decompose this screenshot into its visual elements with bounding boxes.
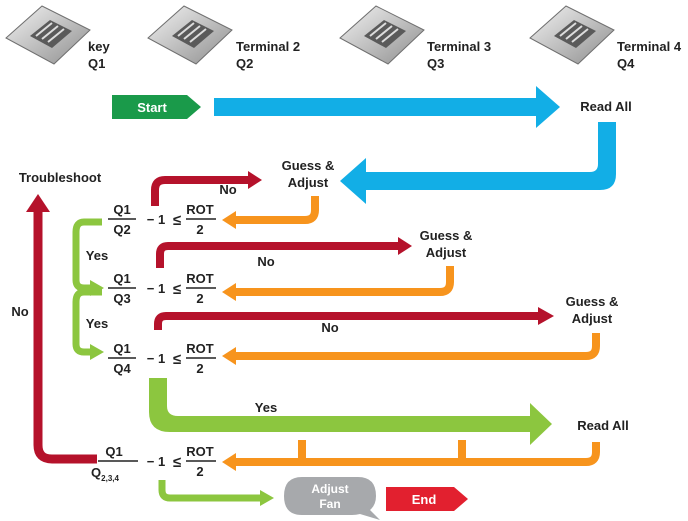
rot-denominator: 2 <box>196 222 203 237</box>
guess-adjust-1-line2: Adjust <box>288 175 329 190</box>
orange-return-2-head <box>222 283 236 301</box>
minus-one: − 1 <box>147 212 165 227</box>
guess-adjust-3-line1: Guess & <box>566 294 619 309</box>
yes-arrow-2 <box>72 288 102 356</box>
terminal-4-device: Terminal 4 Q4 <box>529 5 682 71</box>
read-all-label: Read All <box>580 99 632 114</box>
rot-denominator: 2 <box>196 291 203 306</box>
orange-return-1-head <box>222 211 236 229</box>
adjust-fan-line2: Fan <box>319 497 340 511</box>
no-arrow-2-head <box>398 237 412 255</box>
no-label: No <box>11 304 28 319</box>
fraction-numerator: Q1 <box>113 341 130 356</box>
rot-denominator: 2 <box>196 361 203 376</box>
no-arrow-3-head <box>538 307 554 325</box>
guess-adjust-2-line2: Adjust <box>426 245 467 260</box>
yes-arrow-fan <box>158 480 262 502</box>
adjust-fan-line1: Adjust <box>311 482 348 496</box>
fraction-denominator: Q3 <box>113 291 130 306</box>
end-box <box>386 487 468 511</box>
no-label: No <box>257 254 274 269</box>
minus-one: − 1 <box>147 351 165 366</box>
yes-label: Yes <box>86 316 108 331</box>
guess-adjust-1-line1: Guess & <box>282 158 335 173</box>
fraction-denominator: Q2 <box>113 222 130 237</box>
orange-return-3 <box>234 333 600 360</box>
terminal-name: Terminal 4 <box>617 39 682 54</box>
orange-return-4 <box>234 440 600 466</box>
yes-arrow-1 <box>72 218 102 292</box>
terminal-q: Q1 <box>88 56 105 71</box>
rot-numerator: ROT <box>186 271 214 286</box>
condition-4: Q1 Q2,3,4 − 1 ≤ ROT 2 <box>91 444 216 483</box>
le-sign: ≤ <box>173 212 181 229</box>
end-label: End <box>412 492 437 507</box>
minus-one: − 1 <box>147 281 165 296</box>
terminal-2-device: Terminal 2 Q2 <box>147 5 300 71</box>
meter-icon <box>5 5 91 65</box>
guess-adjust-3-line2: Adjust <box>572 311 613 326</box>
fraction-denominator: Q2,3,4 <box>91 465 119 483</box>
minus-one: − 1 <box>147 454 165 469</box>
fraction-numerator: Q1 <box>113 202 130 217</box>
troubleshoot-label: Troubleshoot <box>19 170 102 185</box>
fraction-numerator: Q1 <box>105 444 122 459</box>
yes-arrow-2-head <box>90 344 104 360</box>
rot-numerator: ROT <box>186 202 214 217</box>
blue-arrow-top <box>214 86 560 128</box>
no-arrow-3 <box>154 312 540 330</box>
start-label: Start <box>137 100 167 115</box>
adjust-fan-bubble <box>284 477 380 520</box>
rot-numerator: ROT <box>186 341 214 356</box>
no-arrow-2 <box>156 242 400 268</box>
terminal-name: Terminal 2 <box>236 39 300 54</box>
terminal-name: Terminal 3 <box>427 39 491 54</box>
terminal-name: key <box>88 39 110 54</box>
no-label: No <box>321 320 338 335</box>
rot-numerator: ROT <box>186 444 214 459</box>
terminal-q: Q2 <box>236 56 253 71</box>
rot-denominator: 2 <box>196 464 203 479</box>
meter-icon <box>339 5 425 65</box>
meter-icon <box>529 5 615 65</box>
yes-label: Yes <box>255 400 277 415</box>
no-label: No <box>219 182 236 197</box>
fraction-numerator: Q1 <box>113 271 130 286</box>
orange-return-1 <box>234 196 319 224</box>
terminal-3-device: Terminal 3 Q3 <box>339 5 491 71</box>
orange-return-4-head <box>222 453 236 471</box>
yes-arrow-fan-head <box>260 490 274 506</box>
no-arrow-troubleshoot-head <box>26 194 50 212</box>
no-arrow-1 <box>151 176 250 206</box>
condition-2: Q1 Q3 − 1 ≤ ROT 2 <box>108 271 216 306</box>
orange-return-3-head <box>222 347 236 365</box>
start-box <box>112 95 201 119</box>
condition-1: Q1 Q2 − 1 ≤ ROT 2 <box>108 202 216 237</box>
no-arrow-troubleshoot <box>33 210 97 464</box>
read-all-bottom-label: Read All <box>577 418 629 433</box>
yes-label: Yes <box>86 248 108 263</box>
terminal-q: Q3 <box>427 56 444 71</box>
blue-return-arrow <box>340 122 616 204</box>
no-arrow-1-head <box>248 171 262 189</box>
condition-3: Q1 Q4 − 1 ≤ ROT 2 <box>108 341 216 376</box>
le-sign: ≤ <box>173 281 181 298</box>
le-sign: ≤ <box>173 351 181 368</box>
terminal-q: Q4 <box>617 56 635 71</box>
yes-arrow-big <box>149 378 552 445</box>
orange-return-2 <box>234 266 454 296</box>
fraction-denominator: Q4 <box>113 361 131 376</box>
terminal-key-device: key Q1 <box>5 5 110 71</box>
meter-icon <box>147 5 233 65</box>
le-sign: ≤ <box>173 454 181 471</box>
guess-adjust-2-line1: Guess & <box>420 228 473 243</box>
